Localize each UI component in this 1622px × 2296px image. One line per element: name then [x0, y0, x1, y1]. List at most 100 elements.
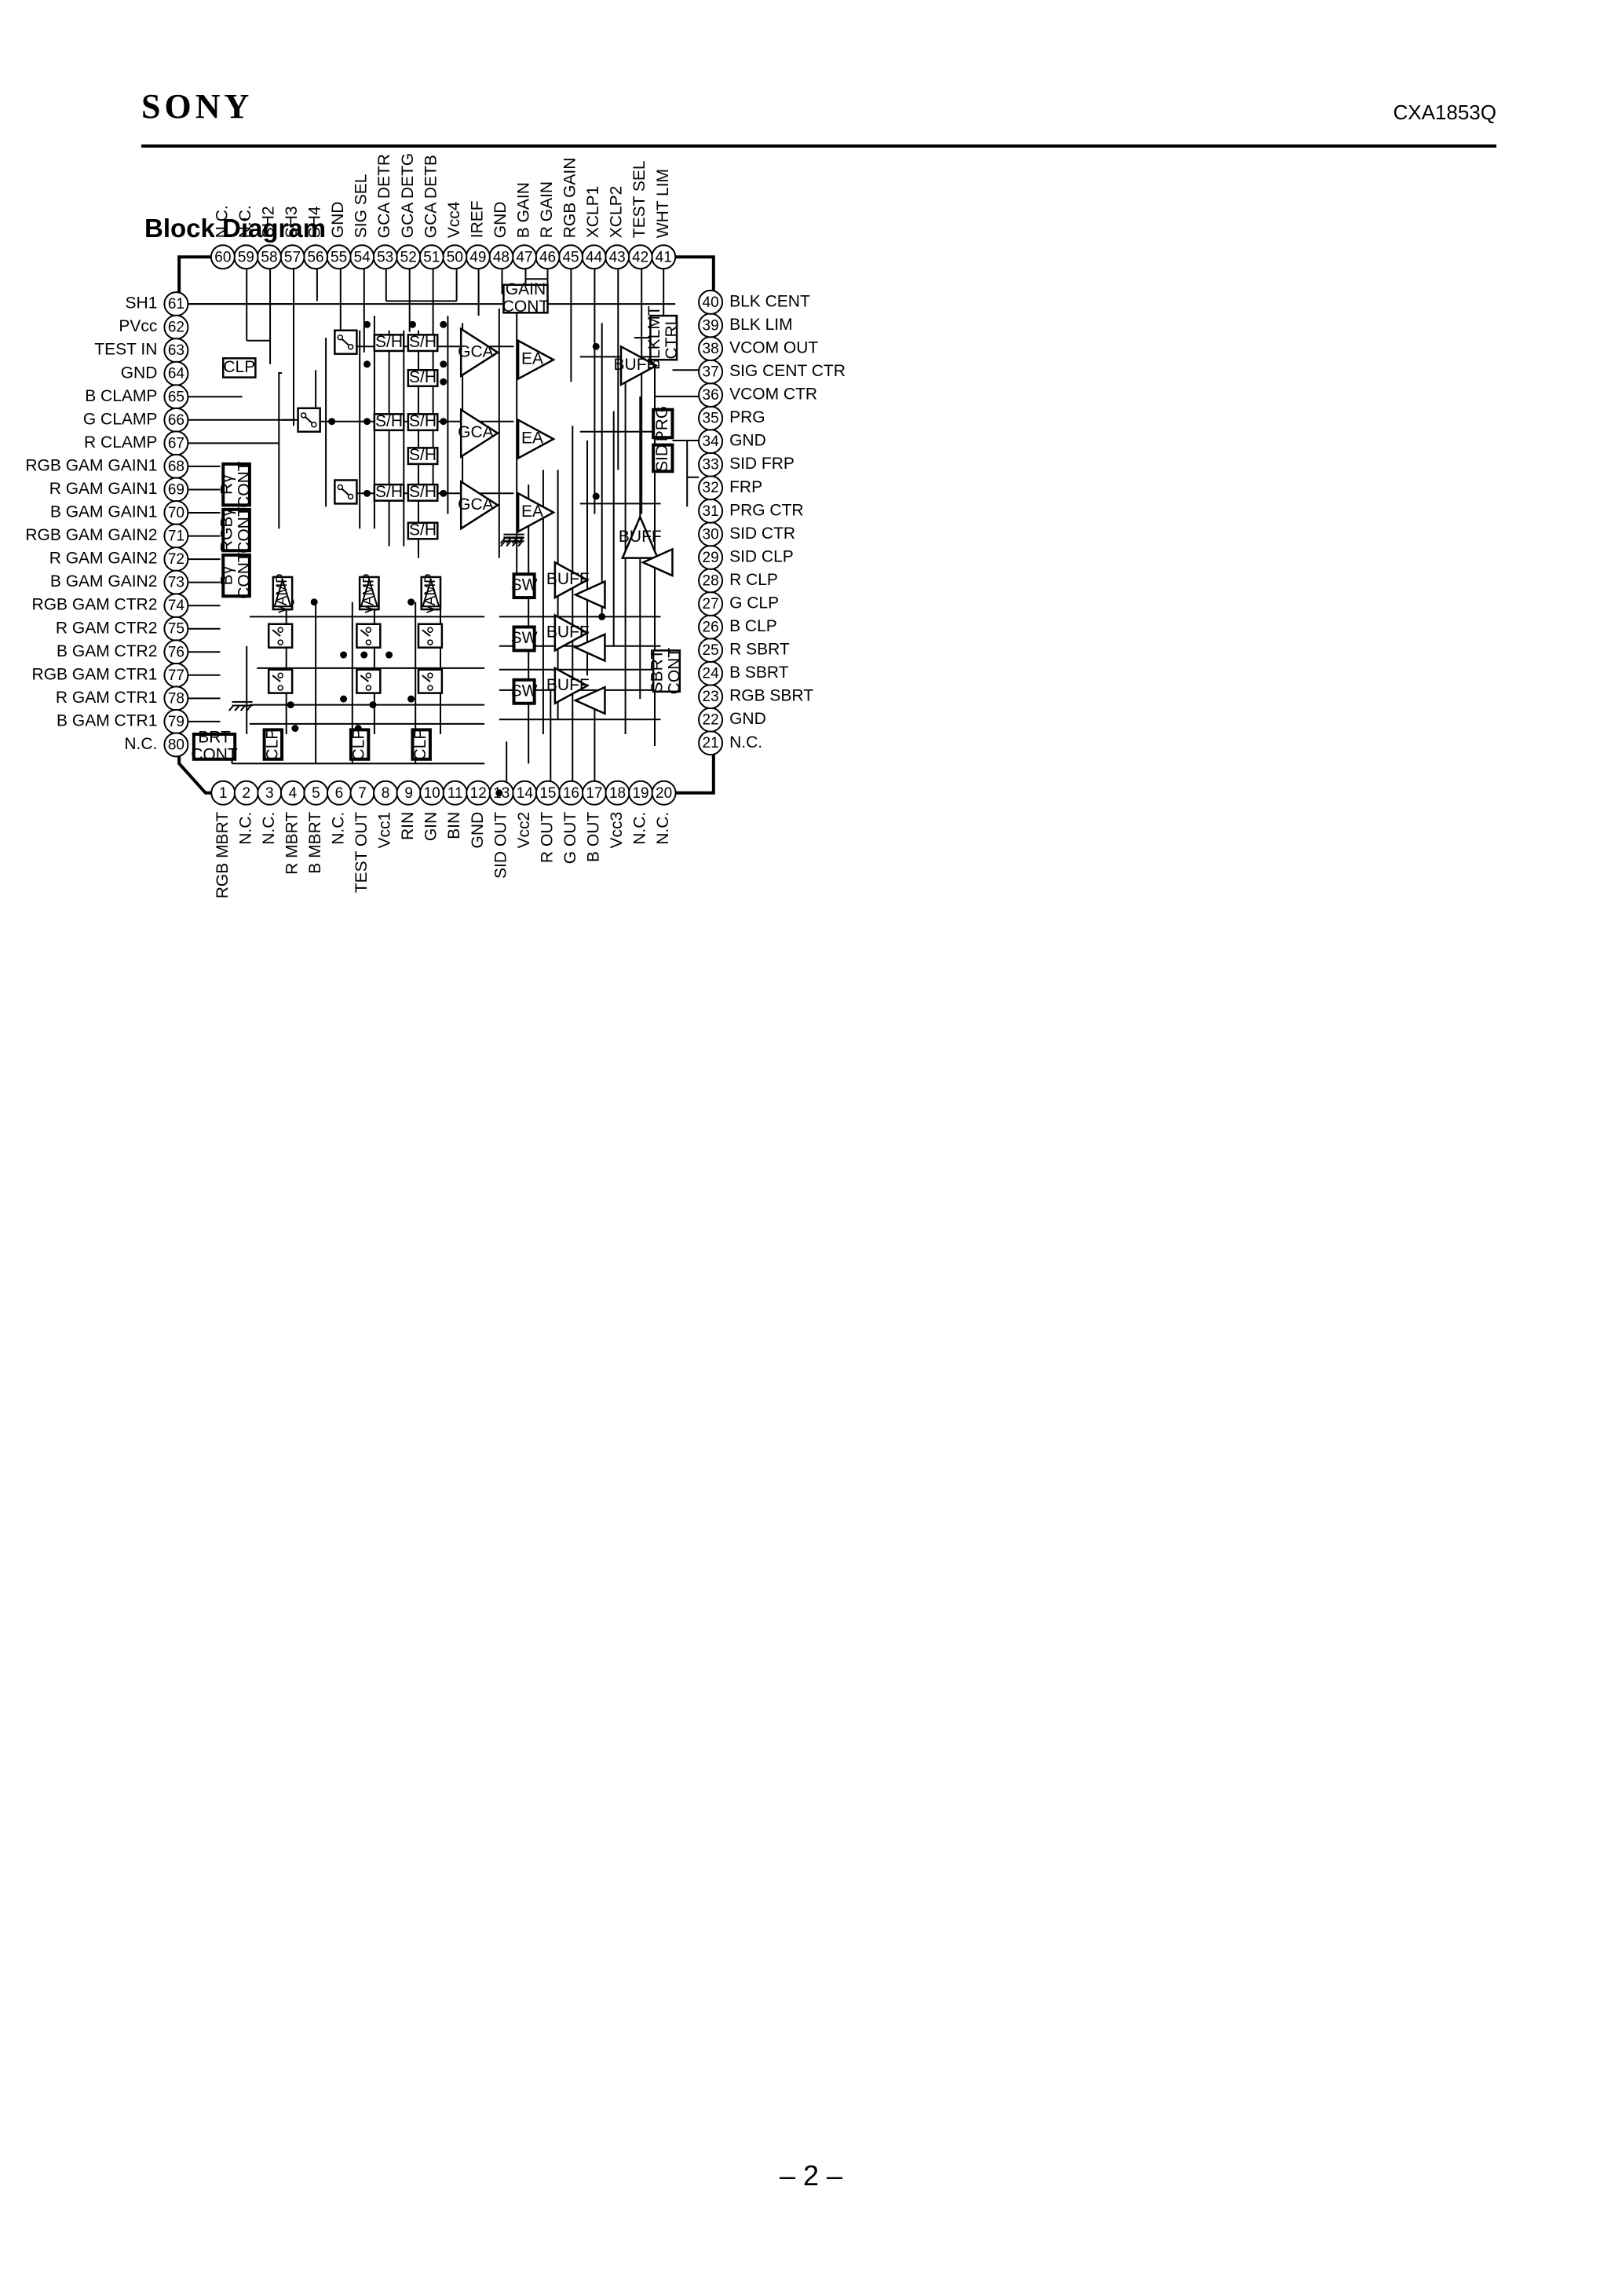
pin-label: R GAM CTR1: [56, 689, 158, 707]
pin-79: 79B GAM CTR1: [57, 708, 189, 734]
pin-number: 72: [168, 551, 184, 568]
pin-75: 75R GAM CTR2: [56, 616, 189, 642]
pin-label: PRG: [729, 408, 765, 426]
pin-label: SID CTR: [729, 525, 795, 543]
pin-number: 40: [703, 294, 719, 311]
gamma-switch-3: [417, 623, 444, 649]
pin-label: GND: [729, 432, 766, 450]
pin-label: SIG SEL: [353, 174, 371, 239]
ry-cont-block-label: Rγ: [218, 474, 236, 495]
pin-number: 18: [609, 785, 626, 802]
pin-80: 80N.C.: [124, 732, 189, 758]
pin-number: 68: [168, 459, 184, 475]
sample-hold-8: S/H: [407, 483, 439, 502]
pin-number: 12: [470, 785, 487, 802]
pin-number: 45: [562, 249, 579, 265]
buff-vcom: BUFF: [614, 345, 659, 387]
gamma-switch-1: [267, 623, 294, 649]
output-switch-1-label: SW: [511, 576, 538, 594]
pin-label: SID FRP: [729, 455, 795, 473]
pin-label: VCOM CTR: [729, 386, 817, 404]
buff-sid: BUFF: [619, 514, 662, 559]
pin-number: 71: [168, 528, 184, 545]
pin-label: TEST OUT: [353, 812, 371, 894]
clamp-1-label: CLP: [263, 729, 281, 761]
pin-label: Vcc4: [445, 201, 463, 238]
pin-70: 70B GAM GAIN1: [50, 500, 189, 526]
clp-top-block: CLP: [221, 357, 257, 378]
pin-label: Vcc3: [608, 812, 626, 849]
pin-number: 41: [656, 249, 672, 265]
pin-label: GND: [491, 202, 510, 239]
pin-number: 77: [168, 667, 184, 684]
pin-label: GCA DETB: [422, 155, 440, 238]
pin-66: 66G CLAMP: [83, 407, 189, 433]
ea-r: EA: [517, 338, 556, 381]
pin-number: 29: [703, 550, 719, 566]
pin-label: BLK LIM: [729, 316, 793, 334]
pin-label: SH3: [283, 206, 301, 238]
buffer-out-return-3: [572, 686, 606, 715]
sample-hold-7: S/H: [373, 483, 405, 502]
buff-out-3-label: BUFF: [546, 676, 590, 694]
pin-label: N.C.: [213, 205, 231, 238]
sample-hold-6: S/H: [407, 446, 439, 466]
pin-number: 21: [703, 735, 719, 751]
pin-6: 6N.C.: [326, 780, 352, 845]
clamp-3: CLP: [411, 728, 432, 761]
pin-number: 52: [400, 249, 417, 265]
pin-label: B GAM GAIN2: [50, 572, 158, 590]
pin-number: 6: [335, 785, 344, 802]
pin-label: RGB SBRT: [729, 687, 813, 705]
pin-label: PVcc: [119, 317, 157, 335]
pin-number: 58: [261, 249, 277, 265]
pin-number: 11: [448, 785, 463, 802]
junction-dot: [287, 701, 294, 709]
pin-label: B GAM GAIN1: [50, 503, 158, 521]
pin-number: 4: [289, 785, 298, 802]
pin-number: 67: [168, 435, 184, 452]
pin-number: 14: [517, 785, 534, 802]
pin-13: 13SID OUT: [488, 780, 514, 879]
pin-number: 38: [703, 341, 719, 357]
pin-label: SID OUT: [491, 812, 510, 879]
pin-number: 59: [238, 249, 254, 265]
junction-dot: [408, 320, 416, 328]
pin-label: RGB GAM GAIN2: [25, 526, 157, 544]
pin-number: 62: [168, 320, 184, 336]
blklmt-ctrl-block-label: CTRL: [663, 316, 681, 360]
pin-number: 34: [703, 433, 720, 450]
buff-vcom-label: BUFF: [614, 356, 657, 374]
pin-78: 78R GAM CTR1: [56, 686, 189, 711]
gain-cont-block-label: GAIN: [506, 280, 546, 298]
gamma-amp-label: γAMP: [422, 573, 439, 613]
pin-4: 4R MBRT: [279, 780, 305, 875]
pin-number: 28: [703, 572, 719, 589]
pin-3: 3N.C.: [257, 780, 283, 845]
selector-switch-b: [334, 479, 358, 505]
selector-switch-g: [297, 407, 321, 433]
pin-label: GCA DETR: [375, 154, 393, 238]
pin-label: RIN: [399, 812, 417, 840]
ground-symbol-ea-2: [499, 536, 524, 547]
sample-hold-1-label: S/H: [375, 333, 403, 351]
gca-r: GCA: [458, 327, 500, 378]
junction-dot: [363, 489, 371, 497]
